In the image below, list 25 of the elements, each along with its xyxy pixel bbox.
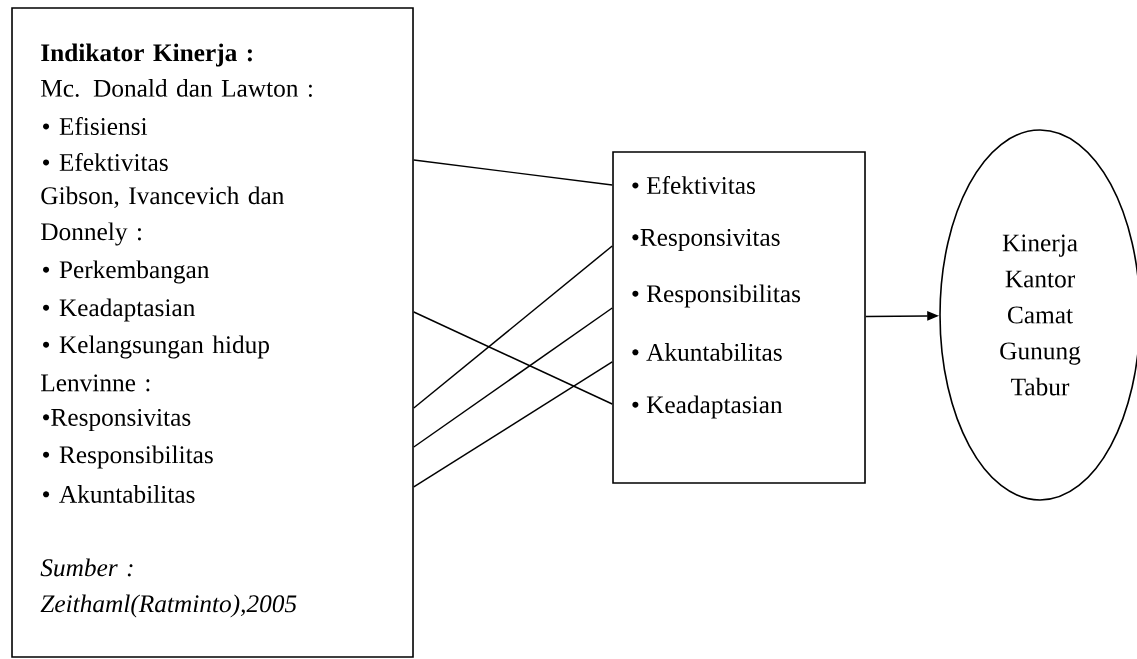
list-item: • Akuntabilitas [43, 485, 195, 503]
list-item: • Keadaptasian [632, 395, 783, 419]
connector-line [413, 311, 613, 405]
heading-text: Sumber : Zeithaml(Ratminto),2005 [40, 558, 297, 618]
connector-line [413, 159, 613, 186]
connector-line [413, 245, 613, 409]
list-item: • Efektivitas [43, 152, 168, 172]
list-item: • Responsibilitas [632, 284, 801, 308]
list-item: • Efisiensi [43, 116, 148, 136]
list-item: • Perkembangan [43, 260, 210, 284]
heading-text: Indikator Kinerja : [41, 43, 252, 67]
list-item: • Responsibilitas [43, 445, 213, 469]
list-item: •Responsivitas [43, 408, 191, 432]
list-item: •Responsivitas [632, 228, 780, 252]
aspect-box [612, 151, 866, 484]
connector-line [413, 361, 613, 488]
indicator-box [11, 7, 414, 658]
list-item: • Efektivitas [632, 175, 755, 195]
connector-line [413, 307, 613, 448]
list-item: • Akuntabilitas [632, 343, 782, 361]
list-item: • Keadaptasian [43, 298, 195, 322]
list-item: • Kelangsungan hidup [43, 335, 269, 359]
heading-text: Mc. Donald dan Lawton : [41, 79, 312, 97]
heading-text: Lenvinne : [41, 374, 150, 392]
heading-text: Gibson, Ivancevich dan Donnely : [41, 186, 284, 246]
